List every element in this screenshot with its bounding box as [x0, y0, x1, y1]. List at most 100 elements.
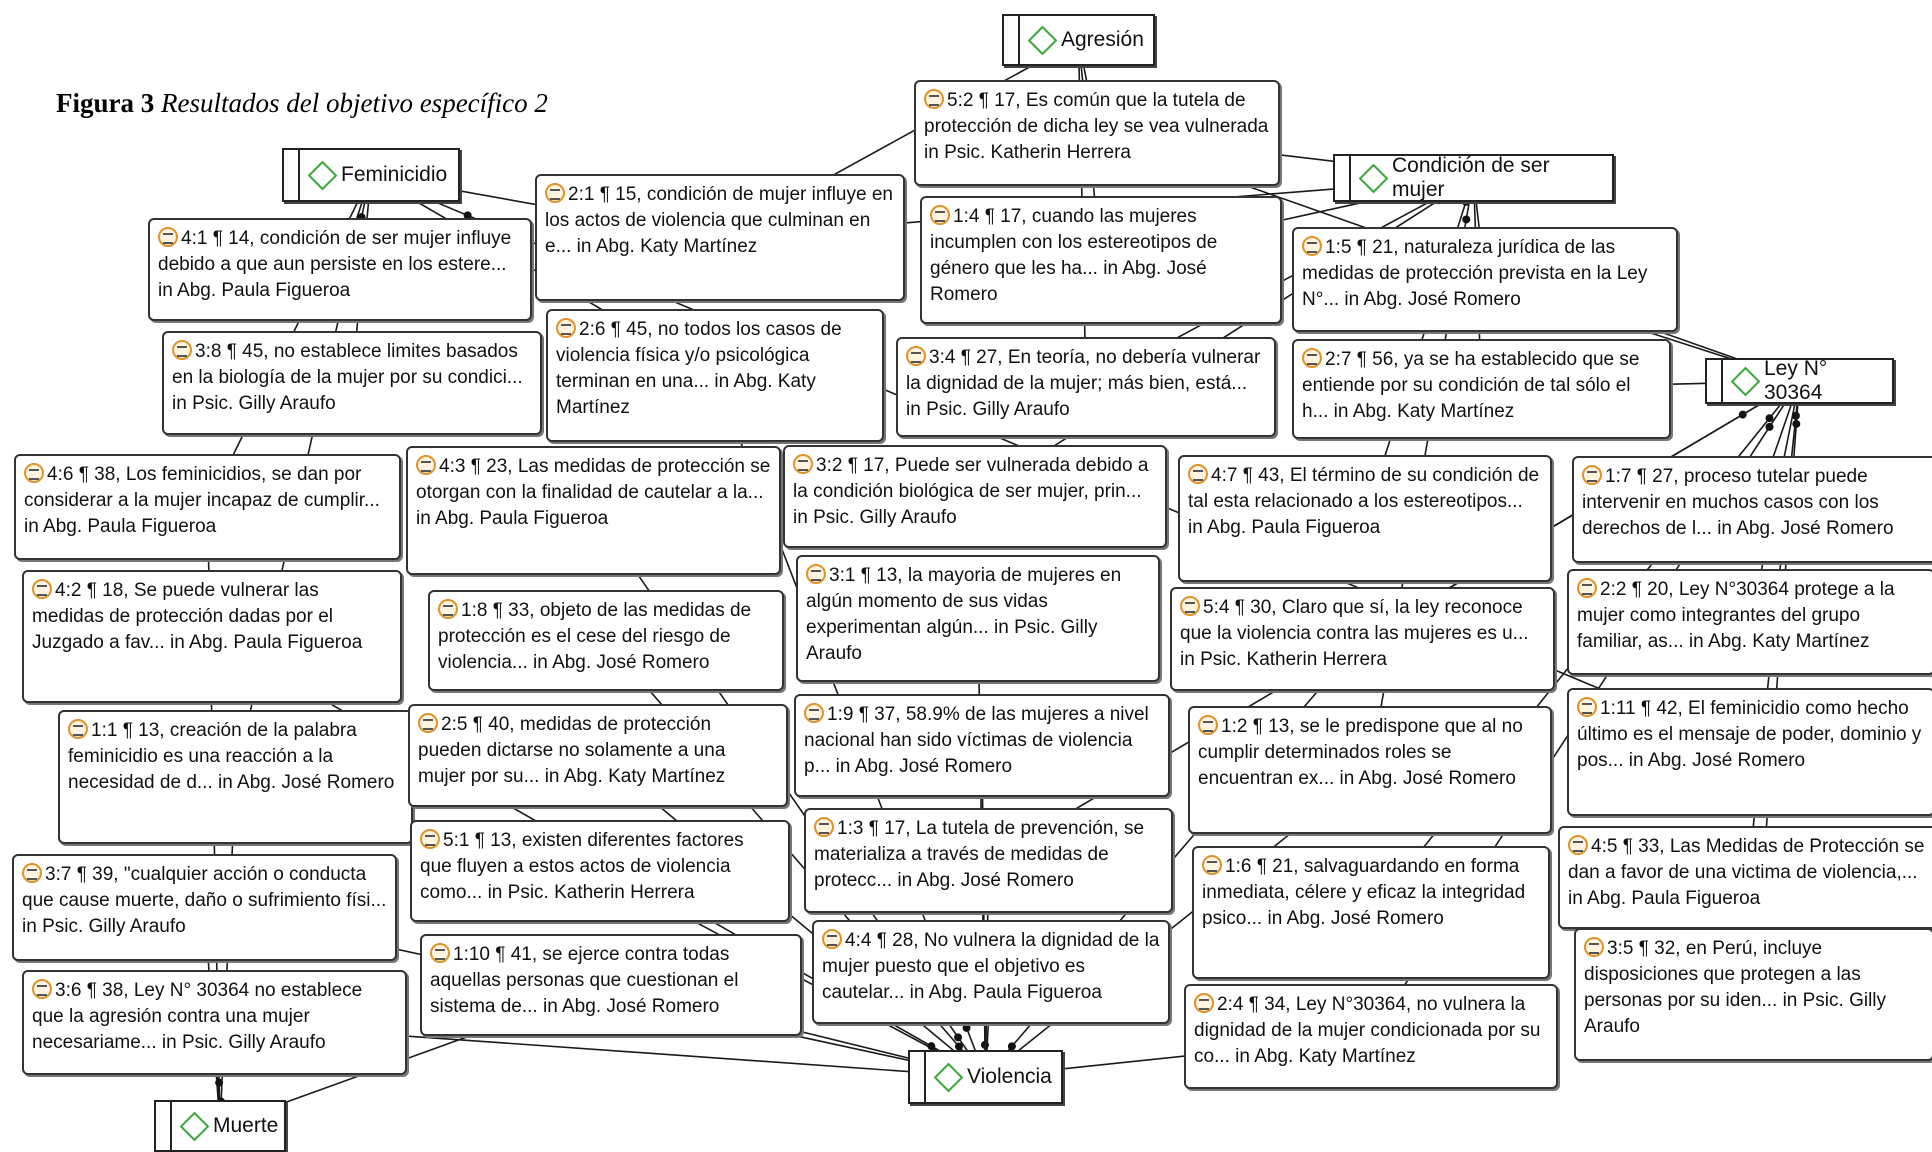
quotation-node-q18[interactable]: 1:8 ¶ 33, objeto de las medidas de prote… [428, 590, 784, 691]
quotation-node-q26[interactable]: 2:6 ¶ 45, no todos los casos de violenci… [546, 309, 884, 442]
link-endpoint-dot [954, 1033, 963, 1042]
code-node-condicion[interactable]: Condición de ser mujer [1333, 154, 1614, 202]
quotation-node-q12[interactable]: 1:2 ¶ 13, se le predispone que al no cum… [1188, 706, 1552, 834]
code-node-label: Feminicidio [341, 163, 448, 186]
quotation-icon [1577, 697, 1597, 717]
link-endpoint-dot [1765, 414, 1774, 423]
quotation-icon [68, 719, 88, 739]
code-node-violencia[interactable]: Violencia [908, 1050, 1063, 1104]
quotation-node-q22[interactable]: 2:2 ¶ 20, Ley N°30364 protege a la mujer… [1567, 569, 1932, 675]
quotation-node-q42[interactable]: 4:2 ¶ 18, Se puede vulnerar las medidas … [22, 570, 402, 703]
code-node-label: Violencia [967, 1065, 1052, 1088]
quotation-icon [1188, 464, 1208, 484]
quotation-node-q16[interactable]: 1:6 ¶ 21, salvaguardando en forma inmedi… [1192, 846, 1550, 979]
code-diamond-icon [1730, 366, 1761, 396]
quotation-node-q47[interactable]: 4:7 ¶ 43, El término de su condición de … [1178, 455, 1552, 582]
figure-label: Figura 3 [56, 88, 155, 118]
code-node-feminicidio[interactable]: Feminicidio [282, 148, 460, 202]
quotation-icon [1194, 993, 1214, 1013]
quotation-text: 1:8 ¶ 33, objeto de las medidas de prote… [438, 600, 752, 673]
quotation-icon [22, 863, 42, 883]
quotation-node-q36[interactable]: 3:6 ¶ 38, Ley N° 30364 no establece que … [22, 970, 407, 1075]
quotation-text: 1:2 ¶ 13, se le predispone que al no cum… [1198, 716, 1523, 789]
quotation-icon [418, 713, 438, 733]
quotation-node-q24[interactable]: 2:4 ¶ 34, Ley N°30364, no vulnera la dig… [1184, 984, 1558, 1089]
quotation-node-q15[interactable]: 1:5 ¶ 21, naturaleza jurídica de las med… [1292, 227, 1678, 332]
link-endpoint-dot [954, 1042, 963, 1051]
figure-caption: Figura 3 Resultados del objetivo específ… [56, 88, 548, 119]
quotation-node-q111[interactable]: 1:11 ¶ 42, El feminicidio como hecho últ… [1567, 688, 1932, 816]
quotation-icon [420, 829, 440, 849]
quotation-icon [32, 979, 52, 999]
quotation-node-q32[interactable]: 3:2 ¶ 17, Puede ser vulnerada debido a l… [783, 445, 1167, 548]
quotation-icon [930, 205, 950, 225]
code-node-label: Muerte [213, 1114, 279, 1137]
quotation-node-q44[interactable]: 4:4 ¶ 28, No vulnera la dignidad de la m… [812, 920, 1170, 1024]
quotation-node-q46[interactable]: 4:6 ¶ 38, Los feminicidios, se dan por c… [14, 454, 401, 560]
quotation-text: 3:2 ¶ 17, Puede ser vulnerada debido a l… [793, 455, 1149, 528]
quotation-text: 3:8 ¶ 45, no establece limites basados e… [172, 341, 523, 414]
code-diamond-icon [1027, 25, 1058, 55]
quotation-node-q45[interactable]: 4:5 ¶ 33, Las Medidas de Protección se d… [1558, 826, 1932, 929]
code-node-label: Ley N° 30364 [1764, 357, 1828, 404]
quotation-text: 1:1 ¶ 13, creación de la palabra feminic… [68, 720, 395, 793]
code-node-bar [1721, 360, 1723, 402]
quotation-icon [1584, 937, 1604, 957]
quotation-node-q13[interactable]: 1:3 ¶ 17, La tutela de prevención, se ma… [804, 808, 1173, 913]
link-endpoint-dot [1791, 411, 1800, 420]
code-node-bar [298, 150, 300, 200]
link-endpoint-dot [1792, 419, 1801, 428]
quotation-node-q54[interactable]: 5:4 ¶ 30, Claro que sí, la ley reconoce … [1170, 587, 1555, 691]
code-node-label: Agresión [1061, 28, 1144, 51]
link-endpoint-dot [1462, 215, 1471, 224]
quotation-text: 3:7 ¶ 39, "cualquier acción o conducta q… [22, 864, 387, 937]
figure-title: Resultados del objetivo específico 2 [161, 88, 548, 118]
quotation-icon [1198, 715, 1218, 735]
quotation-node-q52[interactable]: 5:2 ¶ 17, Es común que la tutela de prot… [914, 80, 1280, 186]
quotation-text: 1:3 ¶ 17, La tutela de prevención, se ma… [814, 818, 1145, 891]
quotation-node-q14[interactable]: 1:4 ¶ 17, cuando las mujeres incumplen c… [920, 196, 1282, 324]
quotation-node-q17[interactable]: 1:7 ¶ 27, proceso tutelar puede interven… [1572, 456, 1932, 563]
quotation-node-q37[interactable]: 3:7 ¶ 39, "cualquier acción o conducta q… [12, 854, 397, 961]
quotation-node-q41[interactable]: 4:1 ¶ 14, condición de ser mujer influye… [148, 218, 532, 321]
quotation-icon [1302, 236, 1322, 256]
quotation-text: 5:2 ¶ 17, Es común que la tutela de prot… [924, 90, 1269, 163]
quotation-node-q19[interactable]: 1:9 ¶ 37, 58.9% de las mujeres a nivel n… [794, 694, 1170, 797]
quotation-node-q11[interactable]: 1:1 ¶ 13, creación de la palabra feminic… [58, 710, 413, 844]
quotation-node-q51[interactable]: 5:1 ¶ 13, existen diferentes factores qu… [410, 820, 790, 922]
quotation-text: 1:10 ¶ 41, se ejerce contra todas aquell… [430, 944, 739, 1017]
quotation-icon [1568, 835, 1588, 855]
quotation-icon [430, 943, 450, 963]
quotation-node-q35[interactable]: 3:5 ¶ 32, en Perú, incluye disposiciones… [1574, 928, 1932, 1061]
quotation-node-q34[interactable]: 3:4 ¶ 27, En teoría, no debería vulnerar… [896, 337, 1276, 437]
quotation-text: 4:5 ¶ 33, Las Medidas de Protección se d… [1568, 836, 1925, 909]
quotation-icon [1302, 348, 1322, 368]
quotation-icon [24, 463, 44, 483]
code-node-ley[interactable]: Ley N° 30364 [1705, 357, 1894, 404]
quotation-icon [158, 227, 178, 247]
quotation-node-q38[interactable]: 3:8 ¶ 45, no establece limites basados e… [162, 331, 542, 435]
quotation-text: 4:6 ¶ 38, Los feminicidios, se dan por c… [24, 464, 380, 537]
link-endpoint-dot [927, 1042, 936, 1051]
quotation-text: 2:5 ¶ 40, medidas de protección pueden d… [418, 714, 726, 787]
quotation-text: 2:7 ¶ 56, ya se ha establecido que se en… [1302, 349, 1640, 422]
quotation-icon [1180, 596, 1200, 616]
code-node-label: Condición de ser mujer [1392, 154, 1550, 201]
code-diamond-icon [307, 160, 338, 190]
quotation-icon [172, 340, 192, 360]
quotation-node-q110[interactable]: 1:10 ¶ 41, se ejerce contra todas aquell… [420, 934, 802, 1036]
quotation-node-q25[interactable]: 2:5 ¶ 40, medidas de protección pueden d… [408, 704, 788, 807]
quotation-icon [906, 346, 926, 366]
quotation-node-q31[interactable]: 3:1 ¶ 13, la mayoria de mujeres en algún… [796, 555, 1160, 682]
link-endpoint-dot [962, 1023, 971, 1032]
quotation-text: 5:4 ¶ 30, Claro que sí, la ley reconoce … [1180, 597, 1529, 670]
quotation-node-q27[interactable]: 2:7 ¶ 56, ya se ha establecido que se en… [1292, 339, 1671, 439]
code-node-agresion[interactable]: Agresión [1002, 14, 1155, 66]
quotation-icon [924, 89, 944, 109]
code-diamond-icon [179, 1111, 210, 1141]
quotation-node-q21[interactable]: 2:1 ¶ 15, condición de mujer influye en … [535, 174, 905, 301]
code-node-bar [1018, 16, 1020, 64]
quotation-node-q43[interactable]: 4:3 ¶ 23, Las medidas de protección se o… [406, 446, 781, 575]
code-node-muerte[interactable]: Muerte [154, 1100, 286, 1152]
quotation-icon [32, 579, 52, 599]
